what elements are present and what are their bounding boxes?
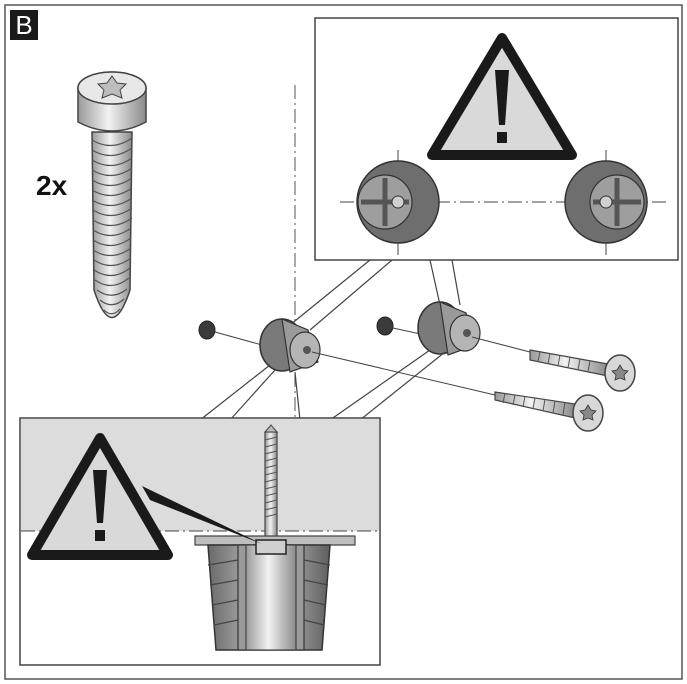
- plug-right: [417, 301, 481, 356]
- plug-front-view-right: [564, 150, 648, 255]
- detail-panel-bottom: [19, 417, 381, 666]
- torx-recess-icon: [96, 75, 128, 99]
- detail-panel-top: [314, 17, 679, 261]
- cap-left: [198, 320, 216, 340]
- threaded-bolt: [263, 424, 279, 538]
- warning-triangle-icon: [27, 433, 173, 560]
- warning-pointer: [142, 486, 262, 544]
- callout-lines-top: [289, 259, 461, 331]
- screw-quantity-label: 2x: [36, 170, 68, 201]
- screw-upper-right: [529, 349, 636, 392]
- exploded-assembly: [198, 301, 636, 432]
- cap-right: [376, 316, 394, 336]
- anchor-sleeve: [207, 544, 331, 651]
- plug-front-view-left: [356, 150, 440, 255]
- callout-lines-bottom: [199, 349, 446, 421]
- screw-lower: [494, 391, 604, 432]
- step-label-badge: B: [10, 10, 38, 40]
- screw-illustration: [77, 71, 147, 319]
- plug-left: [259, 318, 321, 373]
- warning-triangle-icon: [427, 33, 577, 160]
